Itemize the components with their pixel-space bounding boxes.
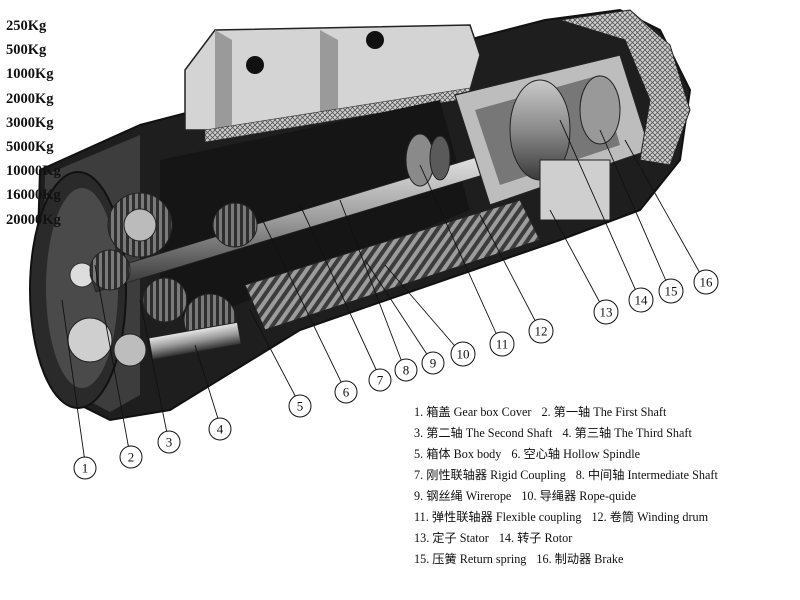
legend-entry: 1. 箱盖 Gear box Cover bbox=[414, 405, 532, 419]
svg-text:14: 14 bbox=[635, 293, 649, 308]
callout-12: 12 bbox=[528, 318, 554, 344]
svg-text:1: 1 bbox=[82, 461, 89, 476]
legend-entry: 14. 转子 Rotor bbox=[498, 531, 573, 545]
capacity-item: 10000Kg bbox=[6, 163, 61, 180]
parts-legend: 1. 箱盖 Gear box Cover 2. 第一轴 The First Sha… bbox=[414, 402, 718, 570]
legend-row: 9. 钢丝绳 Wirerope 10. 导绳器 Rope-quide bbox=[414, 486, 718, 507]
capacity-item: 3000Kg bbox=[6, 114, 54, 131]
callout-10: 10 bbox=[450, 341, 476, 367]
svg-text:4: 4 bbox=[217, 422, 224, 437]
capacity-item: 2000Kg bbox=[6, 90, 54, 107]
legend-entry: 4. 第三轴 The Third Shaft bbox=[562, 426, 692, 440]
svg-text:7: 7 bbox=[377, 373, 384, 388]
couplings bbox=[405, 133, 451, 187]
svg-text:2: 2 bbox=[128, 450, 135, 465]
legend-entry: 8. 中间轴 Intermediate Shaft bbox=[575, 468, 718, 482]
legend-entry: 12. 卷筒 Winding drum bbox=[591, 510, 709, 524]
callout-1: 1 bbox=[73, 456, 97, 480]
callout-15: 15 bbox=[658, 278, 684, 304]
svg-text:12: 12 bbox=[535, 324, 548, 339]
svg-text:5: 5 bbox=[297, 399, 304, 414]
legend-row: 15. 压簧 Return spring 16. 制动器 Brake bbox=[414, 549, 718, 570]
legend-entry: 15. 压簧 Return spring bbox=[414, 552, 527, 566]
legend-row: 3. 第二轴 The Second Shaft 4. 第三轴 The Third … bbox=[414, 423, 718, 444]
legend-entry: 6. 空心轴 Hollow Spindle bbox=[511, 447, 641, 461]
legend-entry: 11. 弹性联轴器 Flexible coupling bbox=[414, 510, 582, 524]
brake-end-cap bbox=[559, 9, 691, 166]
gear-train bbox=[89, 192, 258, 361]
callout-markers: 1 2 3 4 5 6 7 8 9 10 11 12 13 14 15 16 bbox=[73, 269, 719, 480]
legend-row: 7. 刚性联轴器 Rigid Coupling 8. 中间轴 Intermedia… bbox=[414, 465, 718, 486]
winding-drum bbox=[244, 199, 541, 331]
callout-11: 11 bbox=[489, 331, 515, 357]
svg-text:15: 15 bbox=[665, 284, 678, 299]
svg-text:6: 6 bbox=[343, 385, 350, 400]
capacity-item: 5000Kg bbox=[6, 139, 54, 156]
capacity-item: 16000Kg bbox=[6, 187, 61, 204]
callout-6: 6 bbox=[334, 380, 358, 404]
capacity-item: 250Kg bbox=[6, 18, 47, 34]
callout-2: 2 bbox=[119, 445, 143, 469]
svg-text:13: 13 bbox=[600, 305, 613, 320]
callout-13: 13 bbox=[593, 299, 619, 325]
legend-entry: 9. 钢丝绳 Wirerope bbox=[414, 489, 512, 503]
callout-3: 3 bbox=[157, 430, 181, 454]
callout-16: 16 bbox=[693, 269, 719, 295]
legend-entry: 16. 制动器 Brake bbox=[536, 552, 624, 566]
legend-row: 11. 弹性联轴器 Flexible coupling 12. 卷筒 Windin… bbox=[414, 507, 718, 528]
svg-text:16: 16 bbox=[700, 275, 714, 290]
capacity-item: 1000Kg bbox=[6, 66, 54, 83]
callout-5: 5 bbox=[288, 394, 312, 418]
legend-row: 1. 箱盖 Gear box Cover 2. 第一轴 The First Sha… bbox=[414, 402, 718, 423]
legend-entry: 7. 刚性联轴器 Rigid Coupling bbox=[414, 468, 566, 482]
legend-row: 5. 箱体 Box body 6. 空心轴 Hollow Spindle bbox=[414, 444, 718, 465]
callout-14: 14 bbox=[628, 287, 654, 313]
callout-8: 8 bbox=[394, 358, 418, 382]
callout-7: 7 bbox=[368, 368, 392, 392]
capacity-item: 500Kg bbox=[6, 42, 47, 59]
svg-text:8: 8 bbox=[403, 363, 410, 378]
leader-lines bbox=[61, 119, 706, 463]
svg-text:10: 10 bbox=[457, 347, 470, 362]
capacity-item: 20000Kg bbox=[6, 211, 61, 228]
svg-text:3: 3 bbox=[166, 435, 173, 450]
svg-text:11: 11 bbox=[496, 337, 509, 352]
top-mounting-box bbox=[184, 24, 481, 143]
svg-text:9: 9 bbox=[430, 356, 437, 371]
capacity-list: 250Kg 500Kg 1000Kg 2000Kg 3000Kg 5000Kg … bbox=[6, 14, 61, 232]
legend-row: 13. 定子 Stator 14. 转子 Rotor bbox=[414, 528, 718, 549]
legend-entry: 5. 箱体 Box body bbox=[414, 447, 502, 461]
callout-9: 9 bbox=[421, 351, 445, 375]
legend-entry: 2. 第一轴 The First Shaft bbox=[541, 405, 667, 419]
legend-entry: 3. 第二轴 The Second Shaft bbox=[414, 426, 553, 440]
legend-entry: 13. 定子 Stator bbox=[414, 531, 489, 545]
legend-entry: 10. 导绳器 Rope-quide bbox=[521, 489, 637, 503]
motor-assembly bbox=[454, 54, 651, 221]
callout-4: 4 bbox=[208, 417, 232, 441]
